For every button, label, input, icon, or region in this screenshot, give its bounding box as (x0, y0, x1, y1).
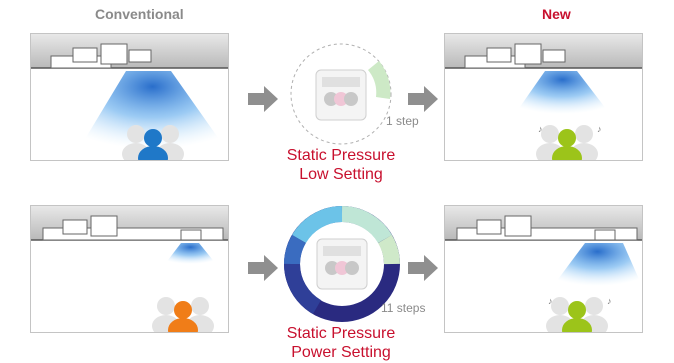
svg-text:♪: ♪ (548, 296, 553, 306)
caption-line-2: Power Setting (291, 344, 391, 361)
conventional-power-panel (30, 205, 229, 333)
steps-label: 1 step (386, 114, 419, 128)
people-group (546, 297, 608, 332)
airflow (79, 71, 226, 149)
conventional-low-panel (30, 33, 229, 161)
caption-line-2: Low Setting (299, 166, 383, 183)
new-low-panel: ♪♪ (444, 33, 643, 161)
low-setting-caption: Static Pressure Low Setting (241, 146, 441, 184)
people-group (152, 297, 214, 332)
controller-icon (316, 238, 368, 290)
svg-text:♪: ♪ (607, 296, 612, 306)
low-setting-dial (290, 43, 392, 145)
svg-text:♪: ♪ (538, 124, 543, 134)
svg-text:♪: ♪ (597, 124, 602, 134)
power-setting-caption: Static Pressure Power Setting (241, 324, 441, 362)
arrow-right-icon (248, 86, 278, 112)
power-setting-dial (284, 206, 400, 322)
caption-line-1: Static Pressure (286, 325, 396, 342)
controller-icon (315, 69, 367, 121)
people-group (122, 125, 184, 160)
airflow (165, 243, 216, 264)
arrow-right-icon (408, 255, 438, 281)
arrow-right-icon (408, 86, 438, 112)
airflow (553, 243, 642, 286)
new-header: New (542, 6, 571, 22)
arrow-right-icon (248, 255, 278, 281)
conventional-header: Conventional (95, 6, 184, 22)
airflow (515, 71, 610, 114)
caption-line-1: Static Pressure (286, 147, 396, 164)
steps-label: 11 steps (381, 301, 426, 315)
new-power-panel: ♪♪ (444, 205, 643, 333)
people-group (536, 125, 598, 160)
